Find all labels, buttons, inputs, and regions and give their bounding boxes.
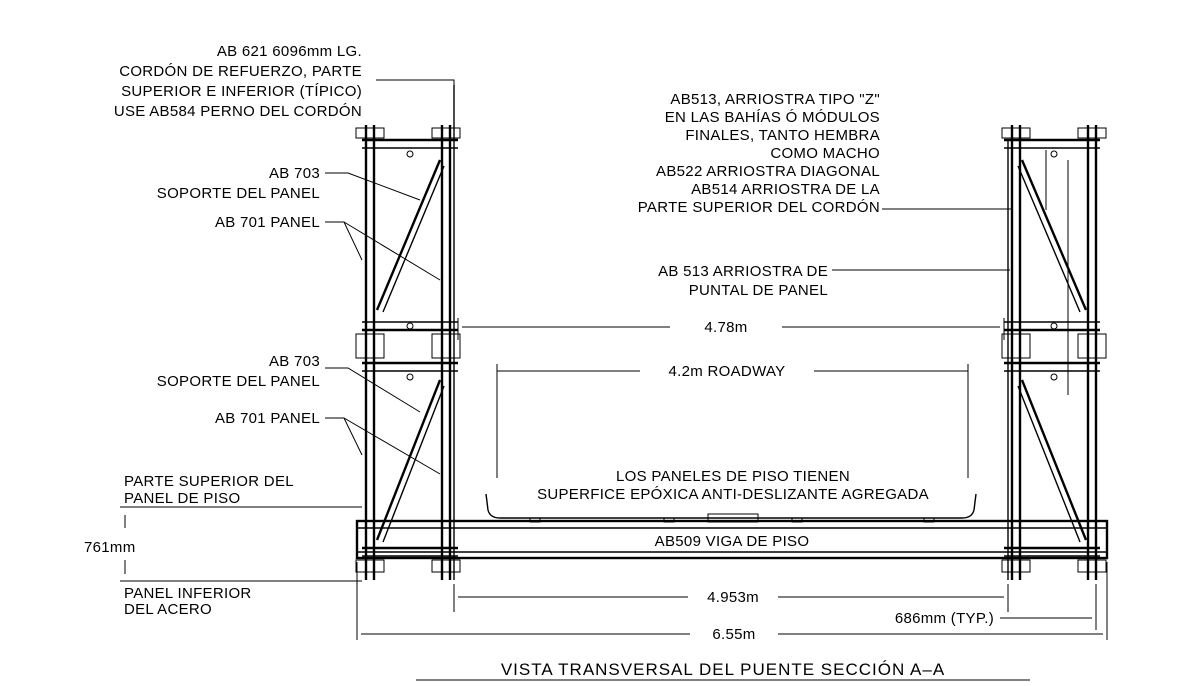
label-deck-bottom: PANEL INFERIOR DEL ACERO xyxy=(124,585,252,618)
label-ab701-top: AB 701 PANEL xyxy=(215,214,320,231)
floor-beam xyxy=(355,513,1109,560)
leader-lines xyxy=(325,79,1012,475)
ab703-bottom-line-1: AB 703 xyxy=(269,353,320,370)
deck-bottom-line-1: PANEL INFERIOR xyxy=(124,585,252,602)
label-ab513-strut: AB 513 ARRIOSTRA DE PUNTAL DE PANEL xyxy=(658,263,828,299)
dim-overall: 6.55m xyxy=(712,626,755,643)
dim-chord-spacing: 4.953m xyxy=(707,589,759,606)
floor-note-line-2: SUPERFICE EPÓXICA ANTI-DESLIZANTE AGREGA… xyxy=(537,486,929,503)
deck-top-line-1: PARTE SUPERIOR DEL xyxy=(124,473,294,490)
ab513-strut-line-1: AB 513 ARRIOSTRA DE xyxy=(658,263,828,280)
ab513-strut-line-2: PUNTAL DE PANEL xyxy=(689,282,828,299)
bracing-line-5: AB522 ARRIOSTRA DIAGONAL xyxy=(656,163,880,180)
deck-top-line-2: PANEL DE PISO xyxy=(124,490,240,507)
label-761mm: 761mm xyxy=(84,539,136,556)
label-ab621: AB 621 6096mm LG. CORDÓN DE REFUERZO, PA… xyxy=(114,43,362,120)
label-floor-note: LOS PANELES DE PISO TIENEN SUPERFICE EPÓ… xyxy=(537,468,929,503)
bracing-line-6: AB514 ARRIOSTRA DE LA xyxy=(691,181,880,198)
ab703-top-line-2: SOPORTE DEL PANEL xyxy=(157,185,320,202)
ab621-line-4: USE AB584 PERNO DEL CORDÓN xyxy=(114,103,362,120)
ab703-top-line-1: AB 703 xyxy=(269,165,320,182)
ab621-line-3: SUPERIOR E INFERIOR (TÍPICO) xyxy=(121,83,362,100)
right-truss xyxy=(1001,125,1107,580)
ab621-line-1: AB 621 6096mm LG. xyxy=(217,43,362,60)
bracing-line-7: PARTE SUPERIOR DEL CORDÓN xyxy=(638,199,880,216)
floor-note-line-1: LOS PANELES DE PISO TIENEN xyxy=(616,468,850,485)
bracing-line-4: COMO MACHO xyxy=(770,145,880,162)
floor-deck-outline xyxy=(485,493,977,519)
label-ab703-top: AB 703 SOPORTE DEL PANEL xyxy=(157,165,320,202)
dim-roadway: 4.2m ROADWAY xyxy=(669,363,786,380)
bracing-line-1: AB513, ARRIOSTRA TIPO "Z" xyxy=(670,91,880,108)
label-ab703-bottom: AB 703 SOPORTE DEL PANEL xyxy=(157,353,320,390)
deck-bottom-line-2: DEL ACERO xyxy=(124,601,212,618)
dim-inner-width: 4.78m xyxy=(704,319,747,336)
bracing-line-3: FINALES, TANTO HEMBRA xyxy=(685,127,880,144)
left-truss xyxy=(355,85,461,580)
ab703-bottom-line-2: SOPORTE DEL PANEL xyxy=(157,373,320,390)
ab621-line-2: CORDÓN DE REFUERZO, PARTE xyxy=(119,63,362,80)
dimension-lines xyxy=(120,318,1108,640)
label-floor-beam: AB509 VIGA DE PISO xyxy=(655,533,810,550)
label-bracing-right: AB513, ARRIOSTRA TIPO "Z" EN LAS BAHÍAS … xyxy=(638,91,880,216)
bracing-line-2: EN LAS BAHÍAS Ó MÓDULOS xyxy=(665,109,880,126)
dim-panel-width: 686mm (TYP.) xyxy=(895,610,994,627)
label-deck-top: PARTE SUPERIOR DEL PANEL DE PISO xyxy=(124,473,294,507)
label-ab701-bottom: AB 701 PANEL xyxy=(215,410,320,427)
drawing-title: VISTA TRANSVERSAL DEL PUENTE SECCIÓN A–A xyxy=(501,660,945,679)
